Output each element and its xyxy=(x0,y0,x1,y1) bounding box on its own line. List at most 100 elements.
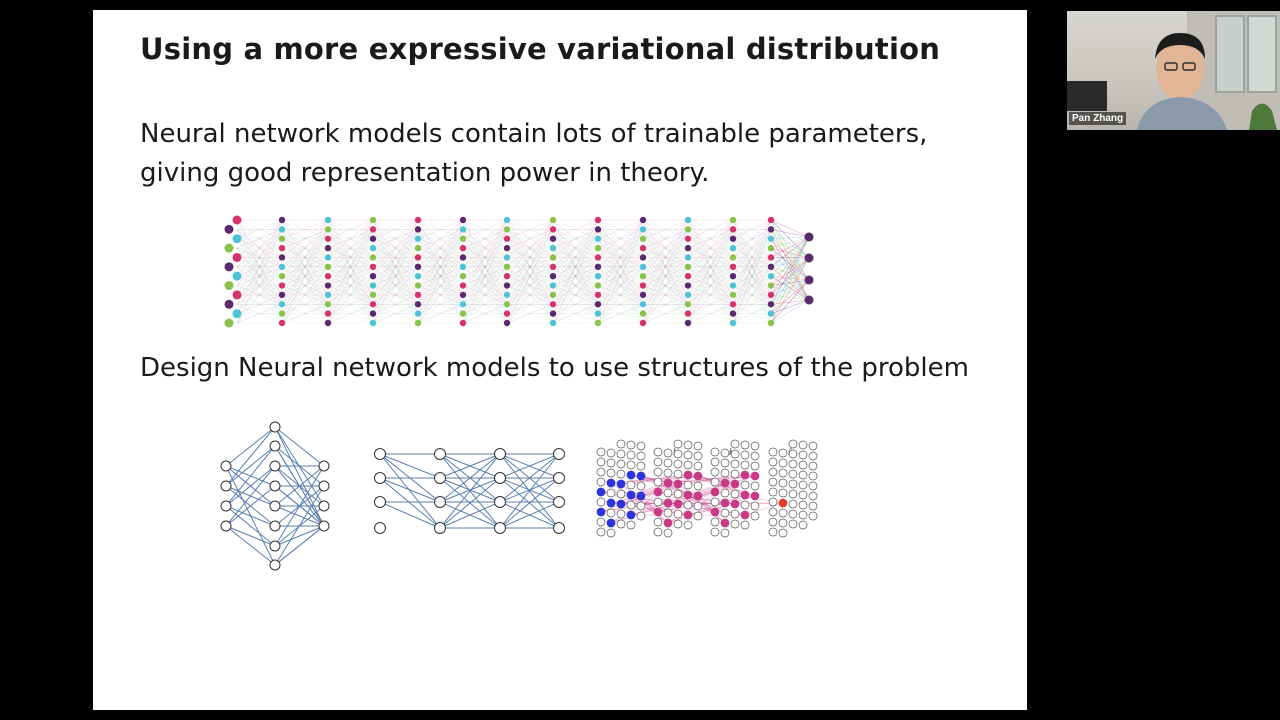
network-node xyxy=(617,480,625,488)
network-node xyxy=(809,462,817,470)
network-node xyxy=(627,461,635,469)
network-node xyxy=(279,292,285,298)
network-node xyxy=(685,226,691,232)
network-node xyxy=(799,471,807,479)
edge xyxy=(275,526,324,546)
network-node xyxy=(460,226,466,232)
network-node xyxy=(751,462,759,470)
output-node xyxy=(805,233,814,242)
network-node xyxy=(270,481,280,491)
network-node xyxy=(504,320,510,326)
network-node xyxy=(504,264,510,270)
network-node xyxy=(779,499,787,507)
network-node xyxy=(769,518,777,526)
network-node xyxy=(730,282,736,288)
network-node xyxy=(640,292,646,298)
network-node xyxy=(799,501,807,509)
network-node xyxy=(779,509,787,517)
network-node xyxy=(595,226,601,232)
network-node xyxy=(779,489,787,497)
network-node xyxy=(325,282,331,288)
network-node xyxy=(730,226,736,232)
network-node xyxy=(768,273,774,279)
network-node xyxy=(664,509,672,517)
network-node xyxy=(654,478,662,486)
network-node xyxy=(370,273,376,279)
network-node xyxy=(325,292,331,298)
network-node xyxy=(617,500,625,508)
network-node xyxy=(751,502,759,510)
network-node xyxy=(370,320,376,326)
network-node xyxy=(221,461,231,471)
network-node xyxy=(684,461,692,469)
network-node xyxy=(809,452,817,460)
network-node xyxy=(674,500,682,508)
network-node xyxy=(270,560,280,570)
network-node xyxy=(789,460,797,468)
network-node xyxy=(768,226,774,232)
network-node xyxy=(769,458,777,466)
network-node xyxy=(789,500,797,508)
network-node xyxy=(460,310,466,316)
network-node xyxy=(415,254,421,260)
network-node xyxy=(370,264,376,270)
network-node xyxy=(685,217,691,223)
network-node xyxy=(319,481,329,491)
network-node xyxy=(279,226,285,232)
network-node xyxy=(550,254,556,260)
network-node xyxy=(721,449,729,457)
network-node xyxy=(711,528,719,536)
network-node xyxy=(375,497,386,508)
network-node xyxy=(627,511,635,519)
network-node xyxy=(370,217,376,223)
network-node xyxy=(769,478,777,486)
network-node xyxy=(221,501,231,511)
network-node xyxy=(789,490,797,498)
network-node xyxy=(730,264,736,270)
network-node xyxy=(769,528,777,536)
edge xyxy=(226,466,275,565)
sparse-network-diagram xyxy=(213,415,338,580)
network-node xyxy=(370,254,376,260)
network-node xyxy=(325,320,331,326)
network-node xyxy=(789,480,797,488)
network-node xyxy=(460,301,466,307)
network-node xyxy=(721,479,729,487)
network-node xyxy=(435,449,446,460)
network-node xyxy=(233,216,242,225)
network-node xyxy=(627,441,635,449)
network-node xyxy=(731,470,739,478)
edge xyxy=(226,486,275,506)
network-node xyxy=(627,491,635,499)
network-node xyxy=(279,301,285,307)
edge xyxy=(275,427,324,526)
network-node xyxy=(654,498,662,506)
network-node xyxy=(741,451,749,459)
video-thumbnail[interactable]: Pan Zhang xyxy=(1067,11,1280,130)
network-node xyxy=(617,450,625,458)
network-node xyxy=(640,217,646,223)
network-node xyxy=(597,528,605,536)
network-node xyxy=(279,236,285,242)
network-node xyxy=(664,449,672,457)
network-node xyxy=(595,273,601,279)
network-node xyxy=(730,236,736,242)
network-node xyxy=(664,499,672,507)
network-node xyxy=(711,498,719,506)
network-node xyxy=(504,301,510,307)
network-node xyxy=(654,458,662,466)
network-node xyxy=(233,253,242,262)
network-node xyxy=(504,273,510,279)
network-node xyxy=(325,264,331,270)
network-node xyxy=(731,510,739,518)
network-node xyxy=(685,236,691,242)
network-node xyxy=(769,468,777,476)
network-node xyxy=(550,292,556,298)
network-node xyxy=(370,226,376,232)
network-node xyxy=(684,501,692,509)
network-node xyxy=(504,254,510,260)
network-node xyxy=(640,226,646,232)
edge xyxy=(226,466,275,486)
network-node xyxy=(550,301,556,307)
network-node xyxy=(684,451,692,459)
